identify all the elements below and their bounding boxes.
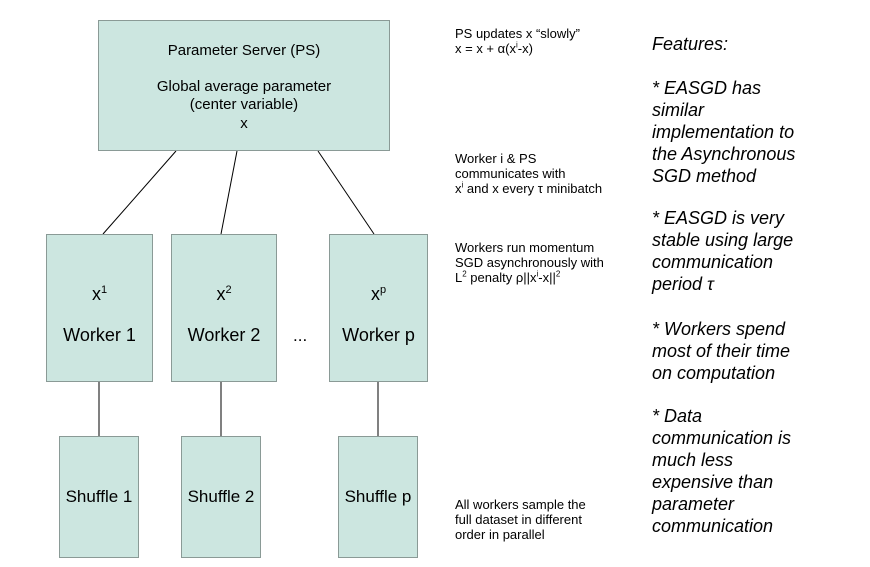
feature-2-line-2: stable using large xyxy=(652,230,794,250)
feature-4-line-1: * Data xyxy=(652,406,703,426)
note-sampling: All workers sample the full dataset in d… xyxy=(455,497,586,542)
feature-1-line-3: implementation to xyxy=(652,122,795,142)
note-ps-update-line1: PS updates x “slowly” xyxy=(455,26,580,41)
workers-ellipsis: ... xyxy=(293,326,308,345)
ps-line2: (center variable) xyxy=(189,96,299,113)
shuffle-p-box: Shuffle p xyxy=(338,436,418,558)
shuffle-1-label: Shuffle 1 xyxy=(65,487,133,506)
features-heading: Features: xyxy=(652,34,729,54)
ps-var: x xyxy=(240,115,248,132)
parameter-server-box: Parameter Server (PS) Global average par… xyxy=(98,20,390,151)
worker-1-var: x1 xyxy=(91,284,108,304)
feature-item-2: * EASGD is very stable using large commu… xyxy=(652,207,793,295)
worker-1-box: x1 Worker 1 xyxy=(46,234,153,382)
shuffle-1-box: Shuffle 1 xyxy=(59,436,139,558)
note-sampling-line2: full dataset in different xyxy=(455,512,582,527)
note-communication-line2: communicates with xyxy=(455,166,566,181)
worker-2-label: Worker 2 xyxy=(187,325,261,345)
feature-4-line-6: communication xyxy=(652,516,774,536)
connector-ps-worker-p xyxy=(317,150,375,235)
feature-3-line-2: most of their time xyxy=(652,341,791,361)
feature-item-3: * Workers spend most of their time on co… xyxy=(652,318,790,384)
feature-4-line-5: parameter xyxy=(652,494,735,514)
feature-4-line-4: expensive than xyxy=(652,472,774,492)
note-workers-line3: L2 penalty ρ||xi-x||2 xyxy=(455,269,561,285)
feature-2-line-3: communication xyxy=(652,252,774,272)
feature-item-4: * Data communication is much less expens… xyxy=(652,405,791,537)
feature-1-line-4: the Asynchronous xyxy=(652,144,796,164)
worker-2-var: x2 xyxy=(216,284,232,304)
feature-2-line-4: period τ xyxy=(652,274,714,294)
note-sampling-line1: All workers sample the xyxy=(455,497,586,512)
feature-3-line-1: * Workers spend xyxy=(652,319,786,339)
ps-title: Parameter Server (PS) xyxy=(167,42,321,59)
worker-p-box: xp Worker p xyxy=(329,234,428,382)
worker-p-var: xp xyxy=(370,284,387,304)
note-communication-line3: xi and x every τ minibatch xyxy=(455,180,603,196)
feature-1-line-1: * EASGD has xyxy=(652,78,762,98)
note-sampling-line3: order in parallel xyxy=(455,527,545,542)
feature-1-line-5: SGD method xyxy=(652,166,757,186)
feature-3-line-3: on computation xyxy=(652,363,776,383)
worker-p-label: Worker p xyxy=(342,325,415,345)
feature-4-line-3: much less xyxy=(652,450,734,470)
note-communication-line1: Worker i & PS xyxy=(455,151,537,166)
feature-4-line-2: communication is xyxy=(652,428,792,448)
shuffle-2-label: Shuffle 2 xyxy=(187,487,255,506)
note-communication: Worker i & PS communicates with xi and x… xyxy=(455,151,602,196)
note-ps-update-formula: x = x + α(xi-x) xyxy=(455,40,533,56)
note-workers: Workers run momentum SGD asynchronously … xyxy=(455,240,604,285)
worker-2-box: x2 Worker 2 xyxy=(171,234,277,382)
shuffle-2-box: Shuffle 2 xyxy=(181,436,261,558)
feature-1-line-2: similar xyxy=(652,100,704,120)
feature-2-line-1: * EASGD is very xyxy=(652,208,785,228)
note-workers-line1: Workers run momentum xyxy=(455,240,595,255)
note-workers-line2: SGD asynchronously with xyxy=(455,255,604,270)
connector-ps-worker-1 xyxy=(102,150,177,235)
shuffle-p-label: Shuffle p xyxy=(344,487,412,506)
ps-line1: Global average parameter xyxy=(156,78,332,95)
connector-ps-worker-2 xyxy=(220,150,238,235)
worker-1-label: Worker 1 xyxy=(63,325,136,345)
feature-item-1: * EASGD has similar implementation to th… xyxy=(652,77,795,187)
note-ps-update: PS updates x “slowly” x = x + α(xi-x) xyxy=(455,26,580,56)
